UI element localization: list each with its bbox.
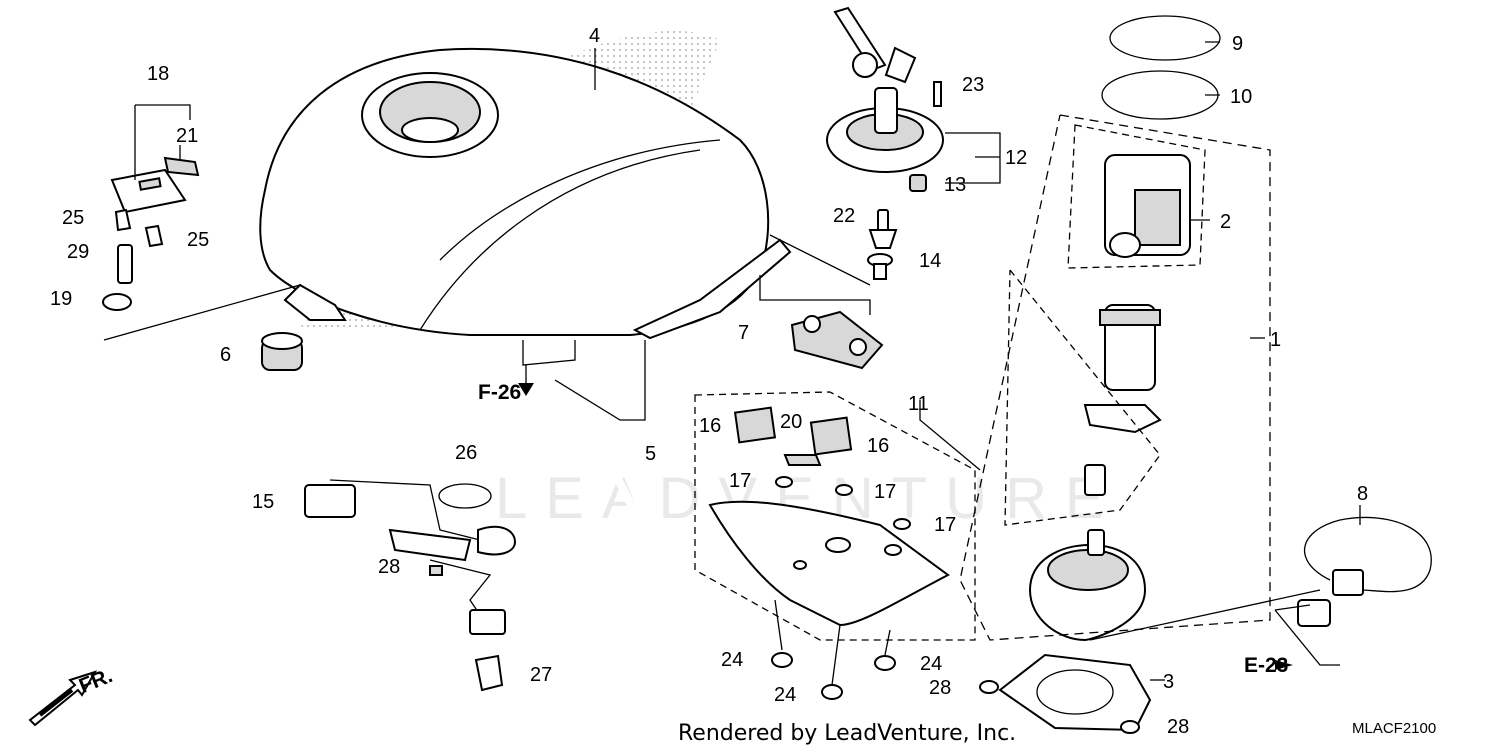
seal-21-drawing: [163, 156, 200, 177]
nut-28c-drawing: [1120, 720, 1140, 734]
drain-tube-inner: [545, 376, 671, 724]
hose-connector-drawing: [1297, 599, 1331, 627]
ref-e23[interactable]: E-23: [1244, 654, 1288, 677]
seal-a-drawing: [733, 406, 777, 444]
leader-lines: [103, 41, 1361, 686]
label-part-28b[interactable]: 28: [929, 677, 951, 699]
label-part-5[interactable]: 5: [645, 443, 656, 465]
label-part-10[interactable]: 10: [1230, 86, 1252, 108]
f26-arrow: [518, 383, 534, 396]
label-part-23[interactable]: 23: [962, 74, 984, 96]
screw-23-drawing: [933, 81, 942, 107]
label-part-9[interactable]: 9: [1232, 33, 1243, 55]
pad-drawing: [790, 310, 884, 370]
label-part-17b[interactable]: 17: [874, 481, 896, 503]
label-part-28a[interactable]: 28: [378, 556, 400, 578]
setting-plate-drawing: [998, 653, 1152, 732]
label-part-12[interactable]: 12: [1005, 147, 1027, 169]
label-part-2[interactable]: 2: [1220, 211, 1231, 233]
fuel-filter-drawing: [1104, 154, 1191, 258]
label-part-27[interactable]: 27: [530, 664, 552, 686]
label-part-16b[interactable]: 16: [867, 435, 889, 457]
collar-14-stem: [873, 263, 887, 280]
heat-guard-drawing: [708, 500, 950, 627]
label-part-25b[interactable]: 25: [187, 229, 209, 251]
label-part-24a[interactable]: 24: [721, 649, 743, 671]
o-ring-drawing: [438, 483, 492, 509]
bolt-22-head: [868, 229, 898, 249]
label-part-20[interactable]: 20: [780, 411, 802, 433]
front-label: FR.: [76, 664, 116, 698]
label-part-14[interactable]: 14: [919, 250, 941, 272]
fuel-hose-drawing: [1303, 516, 1432, 593]
rubber-mount-drawing: [261, 332, 303, 371]
hose-clip-drawing: [1332, 569, 1364, 596]
setting-plate-hole: [1036, 669, 1114, 715]
cover-drawing: [110, 168, 187, 214]
label-part-13[interactable]: 13: [944, 174, 966, 196]
packing-ring-drawing: [1109, 15, 1221, 61]
front-arrow-hatch: [38, 688, 74, 717]
o-ring-cap-drawing: [909, 174, 927, 192]
fuel-sender-drawing: [304, 479, 517, 635]
label-part-4[interactable]: 4: [589, 25, 600, 47]
clip-25b-drawing: [144, 224, 164, 248]
label-part-11[interactable]: 11: [908, 393, 929, 415]
cover-slot: [138, 177, 162, 191]
label-part-22[interactable]: 22: [833, 205, 855, 227]
label-part-16a[interactable]: 16: [699, 415, 721, 437]
nut-24b-drawing: [874, 655, 896, 671]
label-part-26[interactable]: 26: [455, 442, 477, 464]
label-part-25a[interactable]: 25: [62, 207, 84, 229]
washer-17b-drawing: [835, 484, 853, 496]
label-part-28c[interactable]: 28: [1167, 716, 1189, 738]
fuel-pump-packing-drawing: [1101, 70, 1219, 120]
diagram-code: MLACF2100: [1352, 720, 1436, 737]
label-part-1[interactable]: 1: [1270, 329, 1281, 351]
group-outlines: [694, 114, 1271, 641]
nut-24c-drawing: [821, 684, 843, 700]
clip-25a-drawing: [114, 208, 132, 232]
label-part-7[interactable]: 7: [738, 322, 749, 344]
fuel-tank-drawing: [259, 47, 792, 340]
label-part-24c[interactable]: 24: [774, 684, 796, 706]
label-part-18[interactable]: 18: [147, 63, 169, 85]
label-part-24b[interactable]: 24: [920, 653, 942, 675]
fuel-cap-drawing: [826, 6, 944, 173]
label-part-17a[interactable]: 17: [729, 470, 751, 492]
fuel-pump-assembly-drawing: [1028, 304, 1162, 642]
spacer-drawing: [783, 454, 822, 466]
seal-b-drawing: [809, 416, 853, 456]
nut-28-drawing: [429, 565, 443, 576]
washer-17c-drawing: [893, 518, 911, 530]
label-part-19[interactable]: 19: [50, 288, 72, 310]
collar-19-drawing: [102, 293, 132, 311]
label-part-21[interactable]: 21: [176, 125, 198, 147]
nut-28b-drawing: [979, 680, 999, 694]
ref-f26[interactable]: F-26: [478, 381, 521, 404]
washer-17a-drawing: [775, 476, 793, 488]
rendered-by-text: Rendered by LeadVenture, Inc.: [678, 721, 1016, 746]
e23-arrow-left: [1275, 660, 1293, 670]
label-part-6[interactable]: 6: [220, 344, 231, 366]
label-part-29[interactable]: 29: [67, 241, 89, 263]
clip-27-drawing: [474, 654, 504, 692]
label-part-3[interactable]: 3: [1163, 671, 1174, 693]
nut-24a-drawing: [771, 652, 793, 668]
bolt-29-drawing: [117, 244, 133, 284]
label-part-15[interactable]: 15: [252, 491, 274, 513]
label-part-8[interactable]: 8: [1357, 483, 1368, 505]
label-part-17c[interactable]: 17: [934, 514, 956, 536]
